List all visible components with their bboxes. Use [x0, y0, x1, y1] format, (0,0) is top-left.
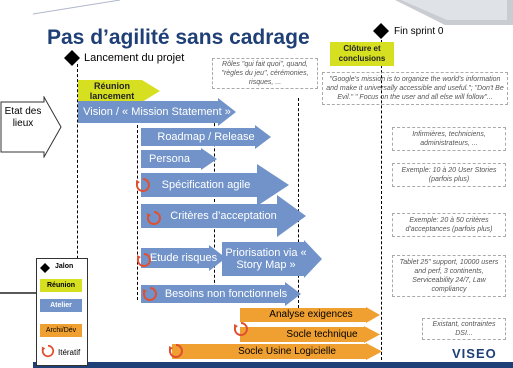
- legend-iteratif-icon: [41, 344, 55, 358]
- note-roles: Rôles "qui fait quoi", quand, "règles du…: [212, 58, 318, 89]
- atelier-roadmap-label: Roadmap / Release: [157, 131, 255, 143]
- archi-socle-technique-arrow: Socle technique: [240, 326, 380, 343]
- iterative-cycle-icon: [146, 211, 161, 225]
- archi-socle-technique-label: Socle technique: [286, 329, 358, 340]
- iterative-cycle-icon: [168, 344, 183, 358]
- atelier-specification-label: Spécification agile: [161, 179, 251, 191]
- milestone-end-diamond: [373, 23, 389, 39]
- iterative-cycle-icon: [233, 322, 248, 336]
- note-tablet: Tablet 25" support, 10000 users and perf…: [392, 255, 506, 297]
- atelier-priorisation-arrow: Priorisation via « Story Map »: [222, 240, 322, 278]
- archi-analyse-arrow: Analyse exigences: [240, 307, 380, 323]
- timeline-line-4: [298, 98, 299, 308]
- atelier-specification-arrow: Spécification agile: [141, 164, 289, 206]
- note-google: "Google's mission is to organize the wor…: [322, 72, 508, 105]
- atelier-etude-risques-label: Etude risques: [149, 252, 218, 264]
- legend-iteratif-label: Itératif: [58, 348, 81, 357]
- atelier-priorisation-label: Priorisation via « Story Map »: [225, 247, 307, 271]
- viseo-logo: VISEO: [452, 346, 497, 361]
- note-contraintes: Existant, contraintes DSI...: [422, 318, 506, 340]
- archi-socle-usine-label: Socle Usine Logicielle: [238, 346, 336, 357]
- reunion-lancement-label: Réunion lancement: [89, 81, 135, 101]
- atelier-roadmap-arrow: Roadmap / Release: [141, 125, 271, 149]
- atelier-besoins-label: Besoins non fonctionnels: [164, 288, 288, 300]
- milestone-start-diamond: [64, 50, 80, 66]
- legend-atelier: Atelier: [40, 299, 82, 312]
- atelier-vision-label: Vision / « Mission Statement »: [83, 106, 231, 118]
- atelier-persona-arrow: Persona: [141, 148, 217, 170]
- iterative-cycle-icon: [136, 253, 151, 267]
- note-stories: Exemple: 10 à 20 User Stories (parfois p…: [392, 163, 506, 187]
- note-infirmieres: Infirmières, techniciens, administrateur…: [392, 127, 506, 151]
- slide-title: Pas d’agilité sans cadrage: [47, 26, 310, 49]
- atelier-vision-arrow: Vision / « Mission Statement »: [78, 98, 236, 126]
- atelier-criteres-arrow: Critères d’acceptation: [141, 195, 306, 237]
- atelier-criteres-label: Critères d’acceptation: [170, 210, 277, 222]
- archi-socle-usine-arrow: Socle Usine Logicielle: [172, 343, 382, 360]
- timeline-line-5: [381, 40, 382, 360]
- note-criteres: Exemple: 20 à 50 critères d'acceptances …: [392, 213, 506, 237]
- atelier-besoins-arrow: Besoins non fonctionnels: [141, 282, 301, 306]
- timeline-line-3: [214, 108, 215, 298]
- cloture-box: Clôture et conclusions: [330, 42, 394, 66]
- iterative-cycle-icon: [135, 178, 150, 192]
- cloture-label: Clôture et conclusions: [338, 44, 386, 63]
- etat-des-lieux-arrow: Etat des lieux: [0, 96, 62, 158]
- etat-des-lieux-label: Etat des lieux: [4, 106, 42, 129]
- atelier-persona-label: Persona: [149, 153, 190, 165]
- reunion-lancement-arrow: Réunion lancement: [78, 80, 160, 102]
- legend-archi: Archi/Dév: [40, 324, 82, 337]
- legend-jalon-diamond: [40, 263, 50, 273]
- timeline-line-2: [137, 125, 138, 300]
- milestone-end-label: Fin sprint 0: [394, 26, 444, 37]
- milestone-start-label: Lancement du projet: [84, 52, 185, 64]
- legend-reunion: Réunion: [40, 279, 82, 292]
- iterative-cycle-icon: [142, 287, 157, 301]
- archi-analyse-label: Analyse exigences: [269, 309, 353, 320]
- legend: [36, 258, 88, 366]
- legend-jalon-label: Jalon: [55, 263, 74, 270]
- timeline-line-1: [77, 64, 78, 289]
- atelier-etude-risques-arrow: Etude risques: [141, 245, 226, 271]
